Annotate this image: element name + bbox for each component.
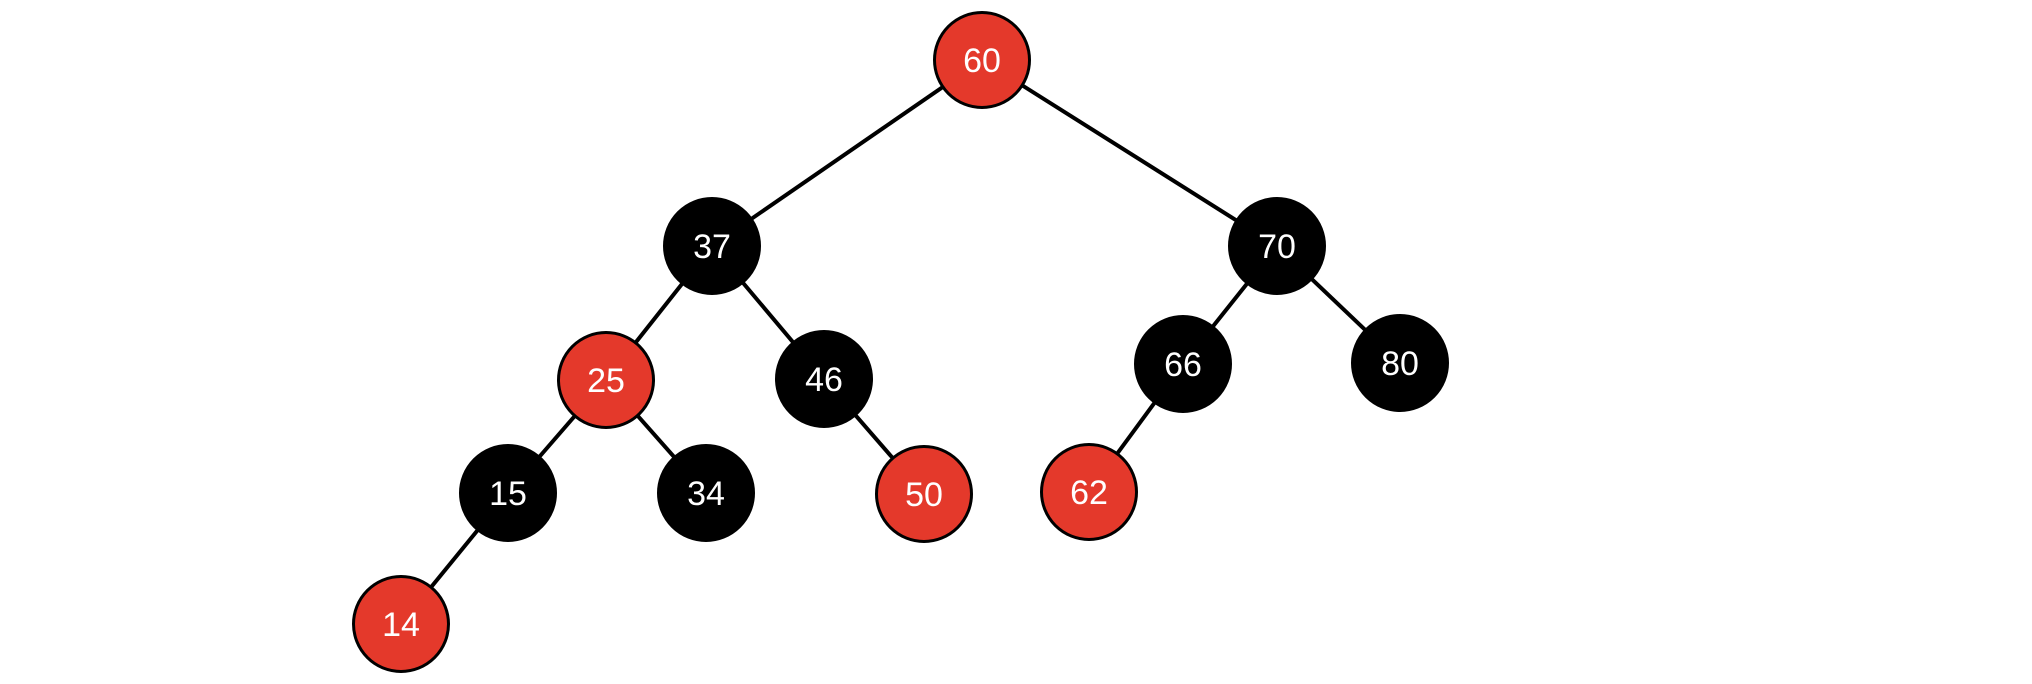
tree-node-15: 15 xyxy=(459,444,557,542)
tree-node-66: 66 xyxy=(1134,315,1232,413)
tree-node-34: 34 xyxy=(657,444,755,542)
tree-node-50: 50 xyxy=(875,445,973,543)
node-label: 15 xyxy=(489,475,527,513)
tree-node-37: 37 xyxy=(663,197,761,295)
node-label: 62 xyxy=(1070,474,1108,512)
node-label: 50 xyxy=(905,476,943,514)
node-label: 14 xyxy=(382,606,420,644)
node-circle xyxy=(657,444,755,542)
node-circle xyxy=(775,330,873,428)
node-label: 25 xyxy=(587,362,625,400)
tree-node-25: 25 xyxy=(557,331,655,429)
node-circle xyxy=(875,445,973,543)
tree-edge-60-70 xyxy=(980,58,1279,248)
node-label: 46 xyxy=(805,361,843,399)
node-label: 70 xyxy=(1258,228,1296,266)
node-circle xyxy=(663,197,761,295)
tree-edges-layer xyxy=(399,58,1402,626)
node-label: 80 xyxy=(1381,345,1419,383)
node-circle xyxy=(1351,314,1449,412)
tree-nodes-layer: 60 37 70 25 46 66 80 15 34 50 62 14 xyxy=(352,11,1449,673)
node-label: 37 xyxy=(693,228,731,266)
tree-node-70: 70 xyxy=(1228,197,1326,295)
tree-node-46: 46 xyxy=(775,330,873,428)
node-circle xyxy=(352,575,450,673)
node-label: 34 xyxy=(687,475,725,513)
node-circle xyxy=(933,11,1031,109)
node-circle xyxy=(1228,197,1326,295)
node-label: 66 xyxy=(1164,346,1202,384)
node-label: 60 xyxy=(963,42,1001,80)
tree-edge-60-37 xyxy=(710,58,984,248)
node-circle xyxy=(557,331,655,429)
tree-node-80: 80 xyxy=(1351,314,1449,412)
tree-node-62: 62 xyxy=(1040,443,1138,541)
node-circle xyxy=(1134,315,1232,413)
node-circle xyxy=(1040,443,1138,541)
node-circle xyxy=(459,444,557,542)
tree-node-60: 60 xyxy=(933,11,1031,109)
tree-node-14: 14 xyxy=(352,575,450,673)
